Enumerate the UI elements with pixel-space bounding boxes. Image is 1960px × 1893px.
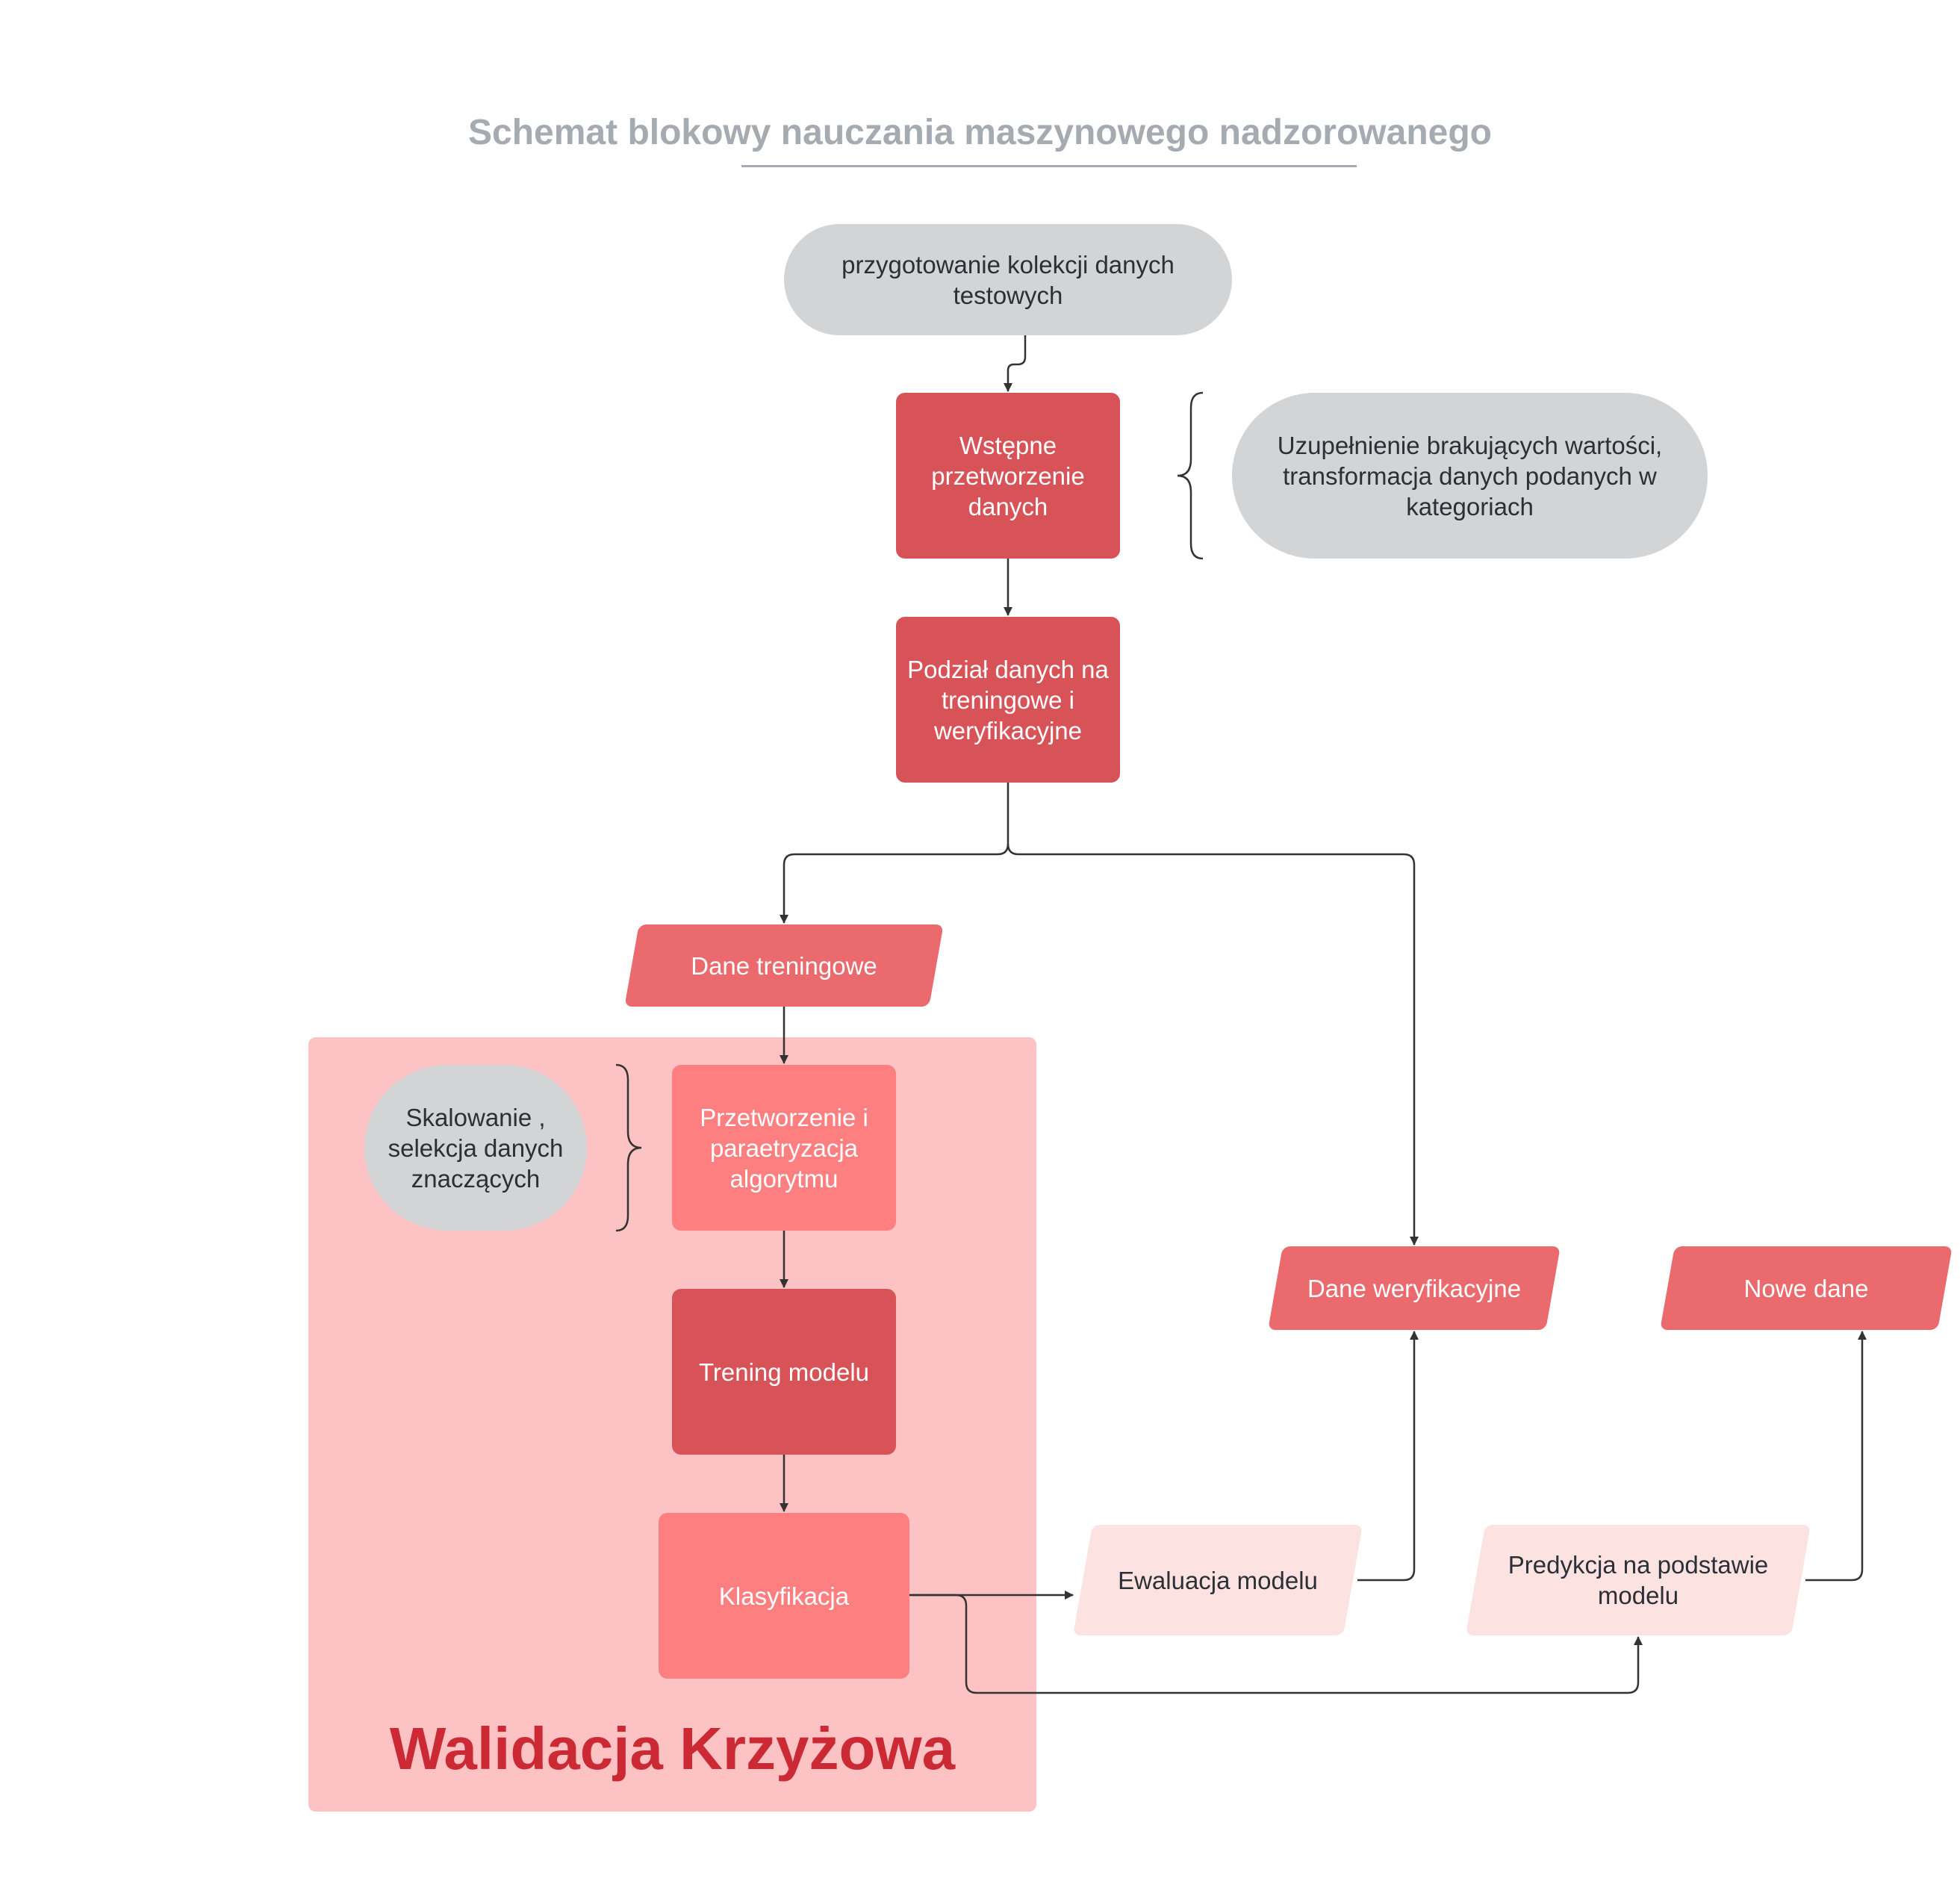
- verify-data-node: Dane weryfikacyjne: [1260, 1246, 1568, 1330]
- algorithm-label: Przetworzenie i paraetryzacja algorytmu: [700, 1103, 868, 1193]
- evaluation-node: Ewaluacja modelu: [1065, 1525, 1371, 1635]
- new-data-node: Nowe dane: [1652, 1246, 1960, 1330]
- verify-data-label: Dane weryfikacyjne: [1307, 1274, 1522, 1302]
- title-underline: [741, 165, 1357, 167]
- classification-node: Klasyfikacja: [659, 1513, 909, 1679]
- cross-validation-label: Walidacja Krzyżowa: [389, 1715, 956, 1782]
- split-node: Podział danych na treningowe i weryfikac…: [896, 617, 1120, 783]
- train-data-label: Dane treningowe: [691, 951, 877, 980]
- prediction-node: Predykcja na podstawie modelu: [1457, 1525, 1819, 1635]
- training-label: Trening modelu: [698, 1358, 870, 1386]
- edge-prediction-to-new-data: [1805, 1331, 1867, 1582]
- split-label: Podział danych na treningowe i weryfikac…: [907, 655, 1109, 745]
- classification-label: Klasyfikacja: [718, 1582, 850, 1610]
- prediction-label: Predykcja na podstawie modelu: [1508, 1551, 1769, 1609]
- brace-scaling-note: [615, 1063, 642, 1232]
- edge-split-to-train-data: [780, 783, 1009, 924]
- edge-collection-to-preprocess: [1004, 335, 1027, 392]
- scaling-note-node: Skalowanie , selekcja danych znaczących: [364, 1065, 587, 1231]
- training-node: Trening modelu: [672, 1289, 896, 1455]
- evaluation-label: Ewaluacja modelu: [1118, 1566, 1318, 1594]
- new-data-label: Nowe dane: [1743, 1274, 1869, 1302]
- edge-classification-to-prediction: [909, 1594, 1643, 1694]
- scaling-note-label: Skalowanie , selekcja danych znaczących: [388, 1103, 564, 1193]
- train-data-node: Dane treningowe: [617, 924, 951, 1007]
- algorithm-node: Przetworzenie i paraetryzacja algorytmu: [672, 1065, 896, 1231]
- preprocess-note-label: Uzupełnienie brakujących wartości, trans…: [1277, 431, 1663, 520]
- brace-preprocess-note: [1177, 391, 1204, 560]
- preprocess-node: Wstępne przetworzenie danych: [896, 393, 1120, 559]
- collection-node: przygotowanie kolekcji danych testowych: [784, 224, 1232, 335]
- edge-split-to-verify-data: [1007, 843, 1419, 1246]
- diagram-title: Schemat blokowy nauczania maszynowego na…: [468, 113, 1492, 152]
- preprocess-label: Wstępne przetworzenie danych: [931, 431, 1085, 520]
- preprocess-note-node: Uzupełnienie brakujących wartości, trans…: [1232, 393, 1708, 559]
- collection-label: przygotowanie kolekcji danych testowych: [841, 250, 1175, 309]
- edge-evaluation-to-verify-data: [1357, 1331, 1419, 1582]
